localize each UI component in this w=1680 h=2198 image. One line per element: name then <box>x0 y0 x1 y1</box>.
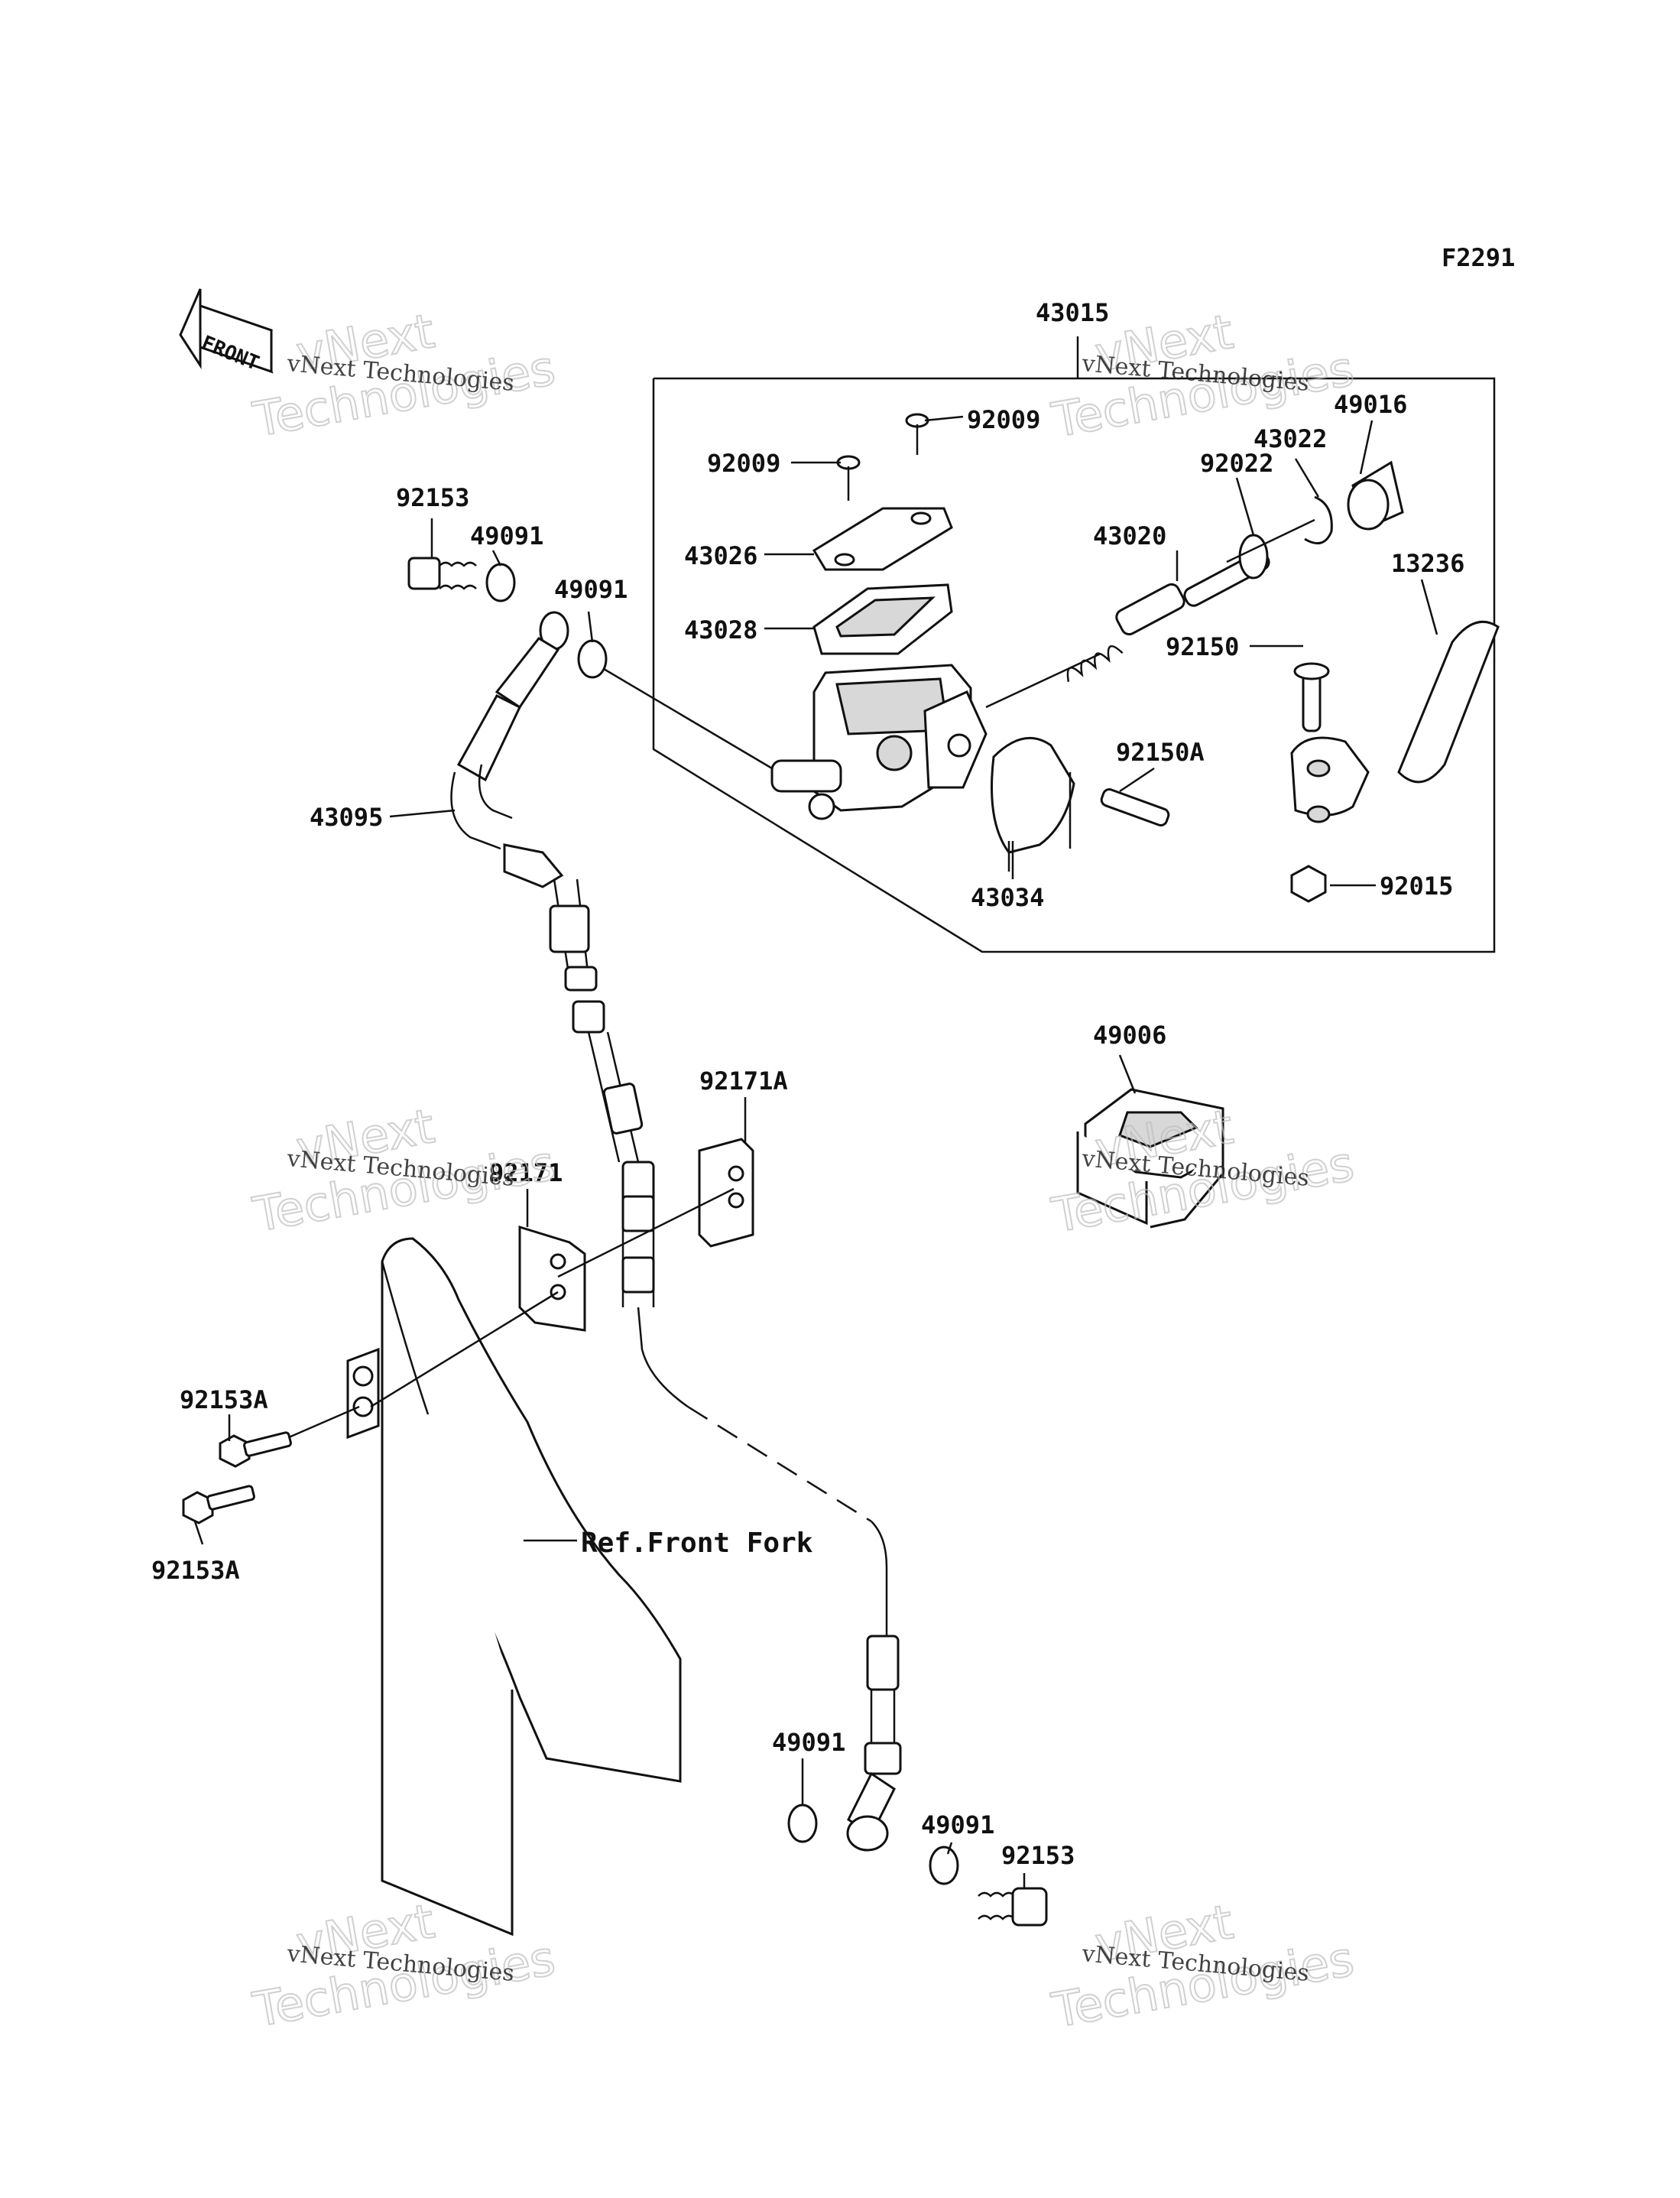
label-bracket: 92171 <box>489 1158 563 1187</box>
master-cylinder-body <box>770 664 988 820</box>
front-arrow-icon: FRONT <box>179 288 274 375</box>
label-clamp: 43034 <box>971 883 1044 912</box>
figure-code: F2291 <box>1442 243 1515 272</box>
label-washer-top-b: 49091 <box>554 575 628 604</box>
diaphragm <box>812 583 953 655</box>
label-fork-bolt-b: 92153A <box>151 1556 240 1585</box>
label-cap: 43026 <box>684 541 757 570</box>
label-circlip: 43022 <box>1254 424 1327 453</box>
reference-label: Ref.Front Fork <box>581 1528 813 1559</box>
screw-icon <box>836 413 929 501</box>
banjo-bolt-top <box>407 557 477 590</box>
label-screw-a: 92009 <box>967 405 1040 434</box>
washer-icon <box>787 1804 818 1843</box>
washer-icon <box>485 563 516 602</box>
label-washer-92022: 92022 <box>1200 449 1273 478</box>
label-boot: 49016 <box>1334 390 1407 419</box>
label-banjo-top: 92153 <box>396 483 469 512</box>
label-piston-kit: 43020 <box>1093 521 1166 550</box>
leader-lines <box>193 415 1438 1888</box>
brake-hose <box>450 611 902 1852</box>
fork-bolt-icon <box>182 1405 360 1524</box>
hose-bracket <box>518 1225 586 1332</box>
part-labels: 43015 92009 92009 43026 43028 43020 9202… <box>151 298 1464 1870</box>
washer-icon <box>577 639 608 679</box>
label-nut: 92015 <box>1380 872 1453 901</box>
label-hose: 43095 <box>310 803 383 832</box>
washer-icon <box>1238 534 1269 580</box>
banjo-bolt-bottom <box>978 1887 1048 1927</box>
label-washer-bot-b: 49091 <box>921 1810 994 1839</box>
label-bracket-a: 92171A <box>699 1067 788 1096</box>
front-fork <box>346 1237 682 1937</box>
assembly-axis-lines <box>603 518 1315 770</box>
handlebar-clamp <box>991 736 1170 872</box>
label-banjo-bottom: 92153 <box>1001 1841 1075 1870</box>
label-washer-top-a: 49091 <box>470 521 543 550</box>
boot-icon <box>1347 460 1404 531</box>
circlip-icon <box>1304 495 1333 545</box>
reservoir-cap <box>812 507 953 571</box>
label-pivot-bolt: 92150 <box>1166 632 1239 661</box>
lever-guard <box>1076 1088 1224 1229</box>
label-clamp-bolt: 92150A <box>1116 738 1205 767</box>
washer-icon <box>929 1846 959 1885</box>
piston-kit <box>1066 550 1270 682</box>
label-lever: 13236 <box>1391 549 1464 578</box>
label-fork-bolt-a: 92153A <box>180 1385 268 1414</box>
label-guard: 49006 <box>1093 1021 1166 1050</box>
label-diaphragm: 43028 <box>684 615 757 644</box>
label-screw-b: 92009 <box>707 449 780 478</box>
label-washer-bot-a: 49091 <box>772 1728 845 1757</box>
brake-lever <box>1290 620 1500 903</box>
label-assembly: 43015 <box>1036 298 1109 327</box>
master-cylinder-assembly-box <box>652 336 1496 953</box>
